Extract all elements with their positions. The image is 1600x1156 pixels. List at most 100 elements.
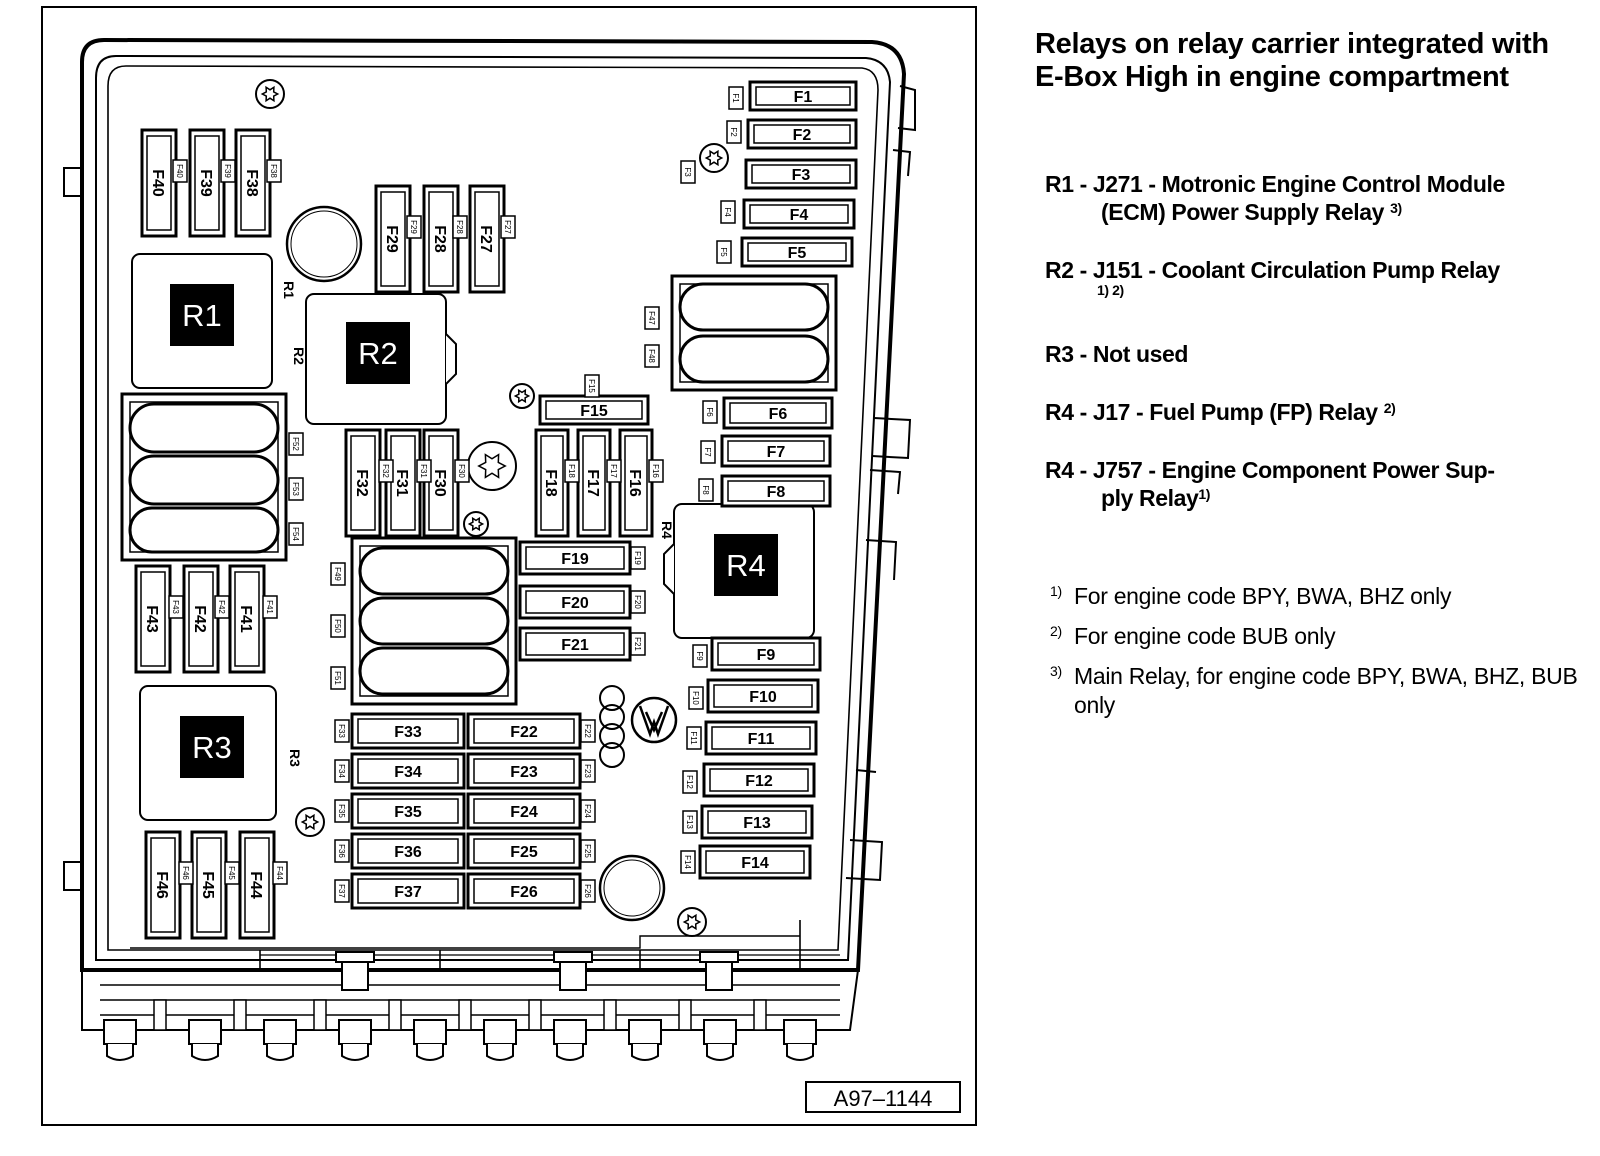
connector-bolts [335,951,739,991]
footnote-3: 3) Main Relay, for engine code BPY, BWA,… [1050,662,1590,720]
connector-pin [703,1019,737,1061]
footnote-number: 3) [1050,663,1062,679]
fuse-label: F26 [510,884,538,901]
fuse-tag-label: F7 [703,447,712,457]
fuse-f19: F19 [518,540,632,576]
fuse-tag-f43: F43 [168,595,184,619]
connector-rib [678,999,692,1031]
fuse-label: F30 [431,469,448,497]
fuse-tag-f29: F29 [406,215,422,239]
relay-entry-r2: R2 - J151 - Coolant Circulation Pump Rel… [1045,256,1590,298]
fuse-tag-label: F8 [701,485,710,495]
connector-pins [103,999,817,1061]
fuse-tag-label: F40 [175,164,184,178]
fuse-f26: F26 [466,872,582,910]
fuse-f23: F23 [466,752,582,790]
fuse-f13: F13 [700,804,814,840]
relay-desc-2: ply Relay [1101,485,1199,511]
fuse-f41: F41 [228,564,266,674]
fuse-tag-f37: F37 [334,879,350,903]
connector-pin [483,1019,517,1061]
relay-label: R4 [726,548,766,583]
fuse-tag-f20: F20 [630,590,646,614]
mounting-screws [255,79,729,937]
connector-pin [628,1019,662,1061]
screw-icon [699,143,729,173]
fuse-f4: F4 [742,198,856,230]
fuse-f3: F3 [744,158,858,190]
fuse-f34: F34 [350,752,466,790]
connector-rib [603,999,617,1031]
connector-pin [103,1019,137,1061]
fuse-tag-label: F20 [633,595,642,609]
screw-icon [295,807,325,837]
fuse-f15: F15 [538,394,650,426]
connector-rib [458,999,472,1031]
footnote-text: For engine code BUB only [1074,623,1336,649]
fuse-tag-label: F34 [337,764,346,778]
fuse-label: F17 [584,469,601,497]
fuse-tag-label: F41 [265,600,274,614]
fuse-tag-f11: F11 [686,726,702,750]
fuse-label: F39 [197,169,214,197]
fuse-f6: F6 [722,396,834,430]
fuse-tag-label: F24 [583,804,592,818]
fuse-label: F20 [561,595,589,612]
relay-code: R1 - J271 [1045,171,1143,197]
fuse-tag-f2: F2 [726,120,742,144]
relay-desc: Motronic Engine Control Module [1161,171,1506,197]
fuse-tag-label: F22 [583,724,592,738]
connector-pin [338,1019,372,1061]
fuse-tag-f12: F12 [682,770,698,794]
fuse-tag-label: F1 [731,93,740,103]
fuse-tag-f54: F54 [288,522,304,546]
fuse-f2: F2 [746,118,858,150]
connector-rib [528,999,542,1031]
relay-side-label: R4 [659,521,675,539]
fuse-tag-label: F46 [181,866,190,880]
relay-side-label: R2 [291,347,307,365]
relay-label: R2 [358,336,398,371]
relay-desc-2: (ECM) Power Supply Relay [1101,199,1385,225]
relay-r2: R2 [346,322,410,384]
connector-pin [783,1019,817,1061]
screw-icon [255,79,285,109]
fuse-tag-label: F30 [457,464,466,478]
fuse-tag-label: F48 [647,349,656,363]
relay-note: 1) [1198,486,1211,502]
relay-desc: Fuel Pump (FP) Relay [1149,399,1378,425]
connector-rib [233,999,247,1031]
fuse-tag-label: F4 [723,207,732,217]
fuse-f9: F9 [710,636,822,672]
fuse-tag-label: F10 [691,691,700,705]
fuse-tag-label: F12 [685,775,694,789]
maxi-fuse-block-left [120,392,288,562]
fuse-f42: F42 [182,564,220,674]
fuse-tag-f42: F42 [214,595,230,619]
fuse-tag-label: F49 [333,567,342,581]
screw-icon [509,383,535,409]
fuse-tag-f27: F27 [500,215,516,239]
fuse-tag-label: F37 [337,884,346,898]
fuse-tag-f45: F45 [224,861,240,885]
fuse-tag-label: F19 [633,551,642,565]
fuse-f17: F17 [576,428,612,538]
fuse-tag-f25: F25 [580,839,596,863]
fuse-f25: F25 [466,832,582,870]
footnote-text: For engine code BPY, BWA, BHZ only [1074,583,1452,609]
fuse-tag-f28: F28 [452,215,468,239]
fuse-tag-label: F44 [275,866,284,880]
fuse-tag-label: F27 [503,220,512,234]
footnote-number: 2) [1050,623,1062,639]
fuse-f21: F21 [518,626,632,662]
fuse-label: F7 [767,444,786,461]
fuse-label: F18 [542,469,559,497]
footnote-2: 2) For engine code BUB only [1050,622,1590,651]
fuse-tag-f44: F44 [272,861,288,885]
round-holes [285,205,666,922]
fuse-tag-label: F28 [455,220,464,234]
fuse-label: F28 [431,225,448,253]
fuse-tag-label: F11 [689,731,698,745]
fuse-label: F22 [510,724,538,741]
